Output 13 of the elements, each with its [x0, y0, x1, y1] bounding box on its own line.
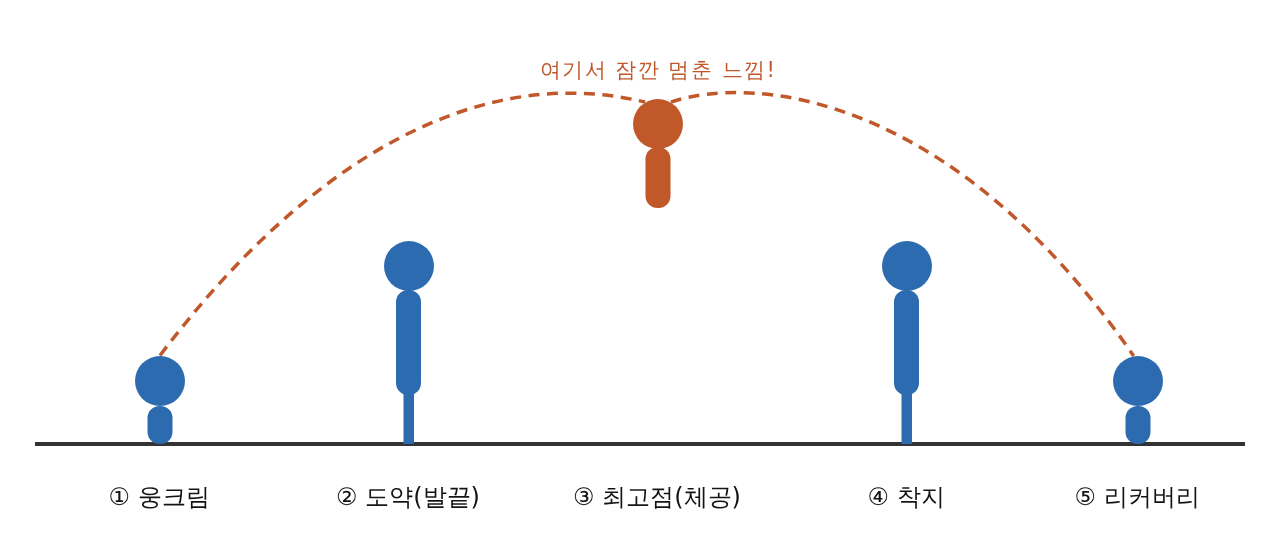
- step-caption: ② 도약(발끝): [336, 482, 480, 512]
- person-figure: [633, 99, 683, 209]
- step-caption: ③ 최고점(체공): [573, 482, 741, 512]
- note-text: 여기서 잠깐 멈춘 느낌!: [539, 57, 777, 83]
- dashed-arc: [670, 91, 1136, 357]
- person-figure: [1113, 356, 1163, 444]
- step-caption: ④ 착지: [867, 482, 945, 512]
- person-figure: [882, 241, 932, 444]
- step-caption: ⑤ 리커버리: [1074, 482, 1200, 512]
- person-figure: [384, 241, 434, 444]
- person-figure: [135, 356, 185, 444]
- step-caption: ① 웅크림: [108, 482, 210, 512]
- dashed-arc: [158, 91, 646, 357]
